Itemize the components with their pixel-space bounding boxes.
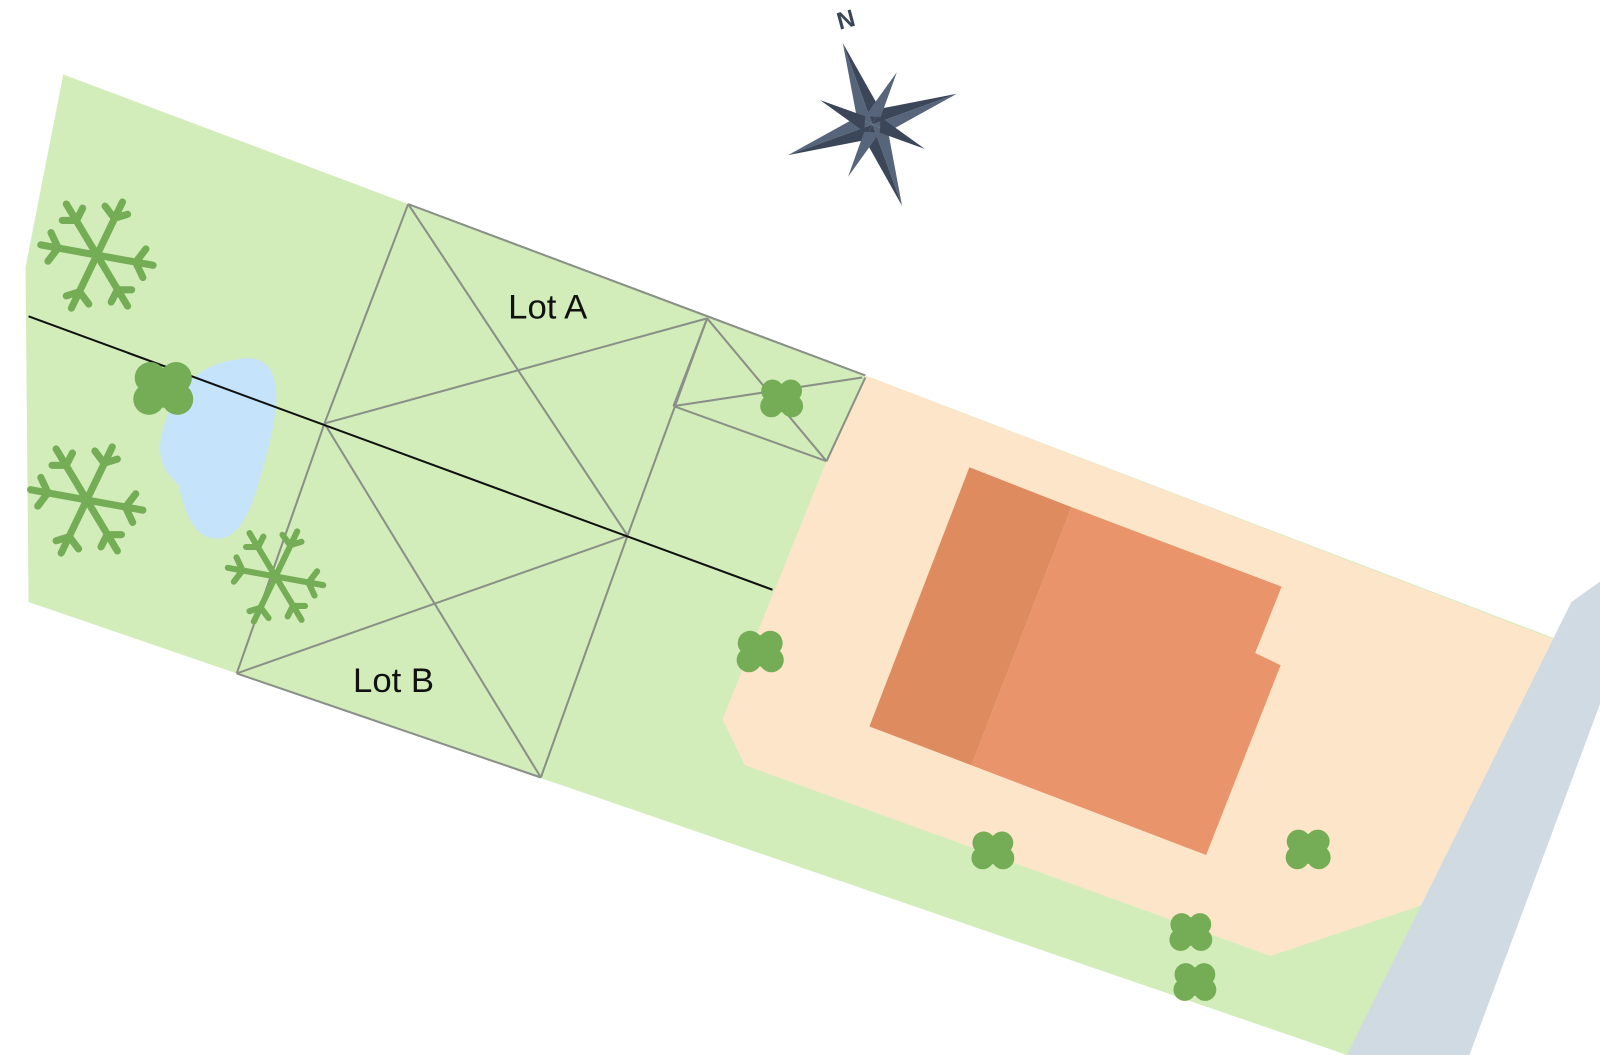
house-roof-light: [971, 507, 1282, 856]
house-roof-dark: [869, 467, 1072, 766]
bush: [760, 379, 804, 418]
road: [1346, 581, 1600, 1055]
bush: [1173, 963, 1217, 1001]
north-label: N: [834, 5, 858, 36]
lot-lines: [28, 203, 867, 779]
bush: [133, 362, 194, 415]
compass-rose-icon: [788, 42, 957, 206]
lot-b-label: Lot B: [353, 662, 434, 700]
bush: [1169, 913, 1213, 951]
bush: [1285, 829, 1331, 870]
bush: [971, 831, 1015, 870]
bush: [736, 630, 784, 673]
lot-a-label: Lot A: [508, 288, 588, 326]
